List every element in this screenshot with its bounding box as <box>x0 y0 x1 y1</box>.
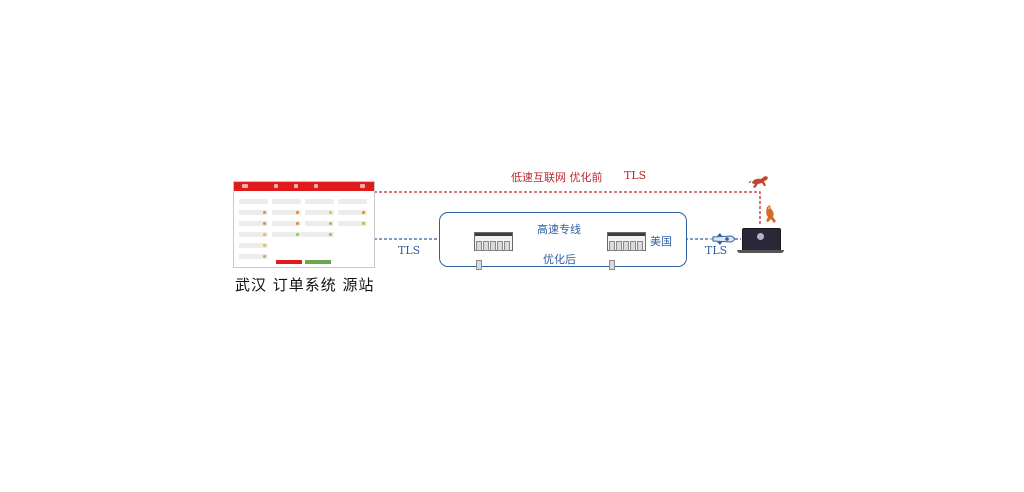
left-protocol-label: TLS <box>398 244 421 257</box>
laptop-icon <box>742 228 781 252</box>
slow-route-line <box>374 191 761 226</box>
slow-route-protocol: TLS <box>624 169 647 182</box>
laptop-logo-icon <box>757 233 764 240</box>
rocket-icon <box>709 233 735 245</box>
page-green-button <box>305 260 331 264</box>
destination-label: 美国 <box>650 235 672 248</box>
server-icon <box>607 232 646 270</box>
horse-icon <box>749 176 768 188</box>
laptop-base <box>737 250 784 253</box>
web-page-mockup-icon <box>233 181 375 268</box>
origin-caption: 武汉 订单系统 源站 <box>235 276 375 294</box>
slow-route-label: 低速互联网 优化前 <box>511 171 603 184</box>
right-protocol-label: TLS <box>705 244 728 257</box>
page-red-button <box>276 260 302 264</box>
fallen-horse-icon <box>766 205 776 223</box>
box-title: 高速专线 <box>537 223 581 236</box>
server-icon <box>474 232 513 270</box>
page-header-bar <box>234 182 374 191</box>
box-subtitle: 优化后 <box>543 253 576 266</box>
